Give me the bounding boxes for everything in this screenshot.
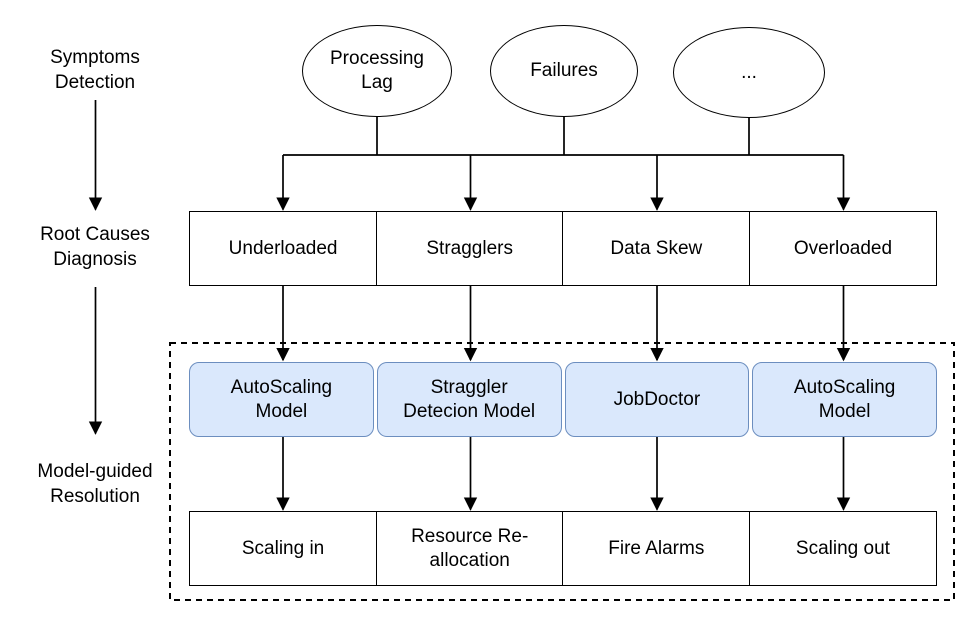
stage-label-root-causes-diagnosis: Root Causes Diagnosis (40, 224, 150, 270)
stage-label-symptoms-detection: Symptoms Detection (50, 47, 140, 93)
symptom-ellipse-more: ... (673, 27, 825, 118)
model-box-straggler-detection: Straggler Detecion Model (376, 362, 562, 437)
root-cause-box-stragglers: Stragglers (375, 211, 564, 286)
stage-label-model-guided-resolution: Model-guided Resolution (37, 461, 153, 507)
root-causes-row: Underloaded Stragglers Data Skew Overloa… (189, 211, 937, 286)
root-cause-box-overloaded: Overloaded (748, 211, 937, 286)
resolution-box-resource-reallocation: Resource Re- allocation (375, 511, 564, 586)
resolution-box-fire-alarms: Fire Alarms (562, 511, 751, 586)
model-box-jobdoctor: JobDoctor (564, 362, 750, 437)
model-box-autoscaling-in: AutoScaling Model (189, 362, 374, 437)
models-row: AutoScaling Model Straggler Detecion Mod… (189, 362, 937, 437)
symptom-ellipse-failures: Failures (490, 25, 638, 117)
resolution-box-scaling-in: Scaling in (189, 511, 378, 586)
resolutions-row: Scaling in Resource Re- allocation Fire … (189, 511, 937, 586)
resolution-box-scaling-out: Scaling out (748, 511, 937, 586)
model-box-autoscaling-out: AutoScaling Model (752, 362, 937, 437)
root-cause-box-underloaded: Underloaded (189, 211, 378, 286)
root-cause-box-data-skew: Data Skew (562, 211, 751, 286)
symptom-ellipse-processing-lag: Processing Lag (302, 25, 452, 117)
